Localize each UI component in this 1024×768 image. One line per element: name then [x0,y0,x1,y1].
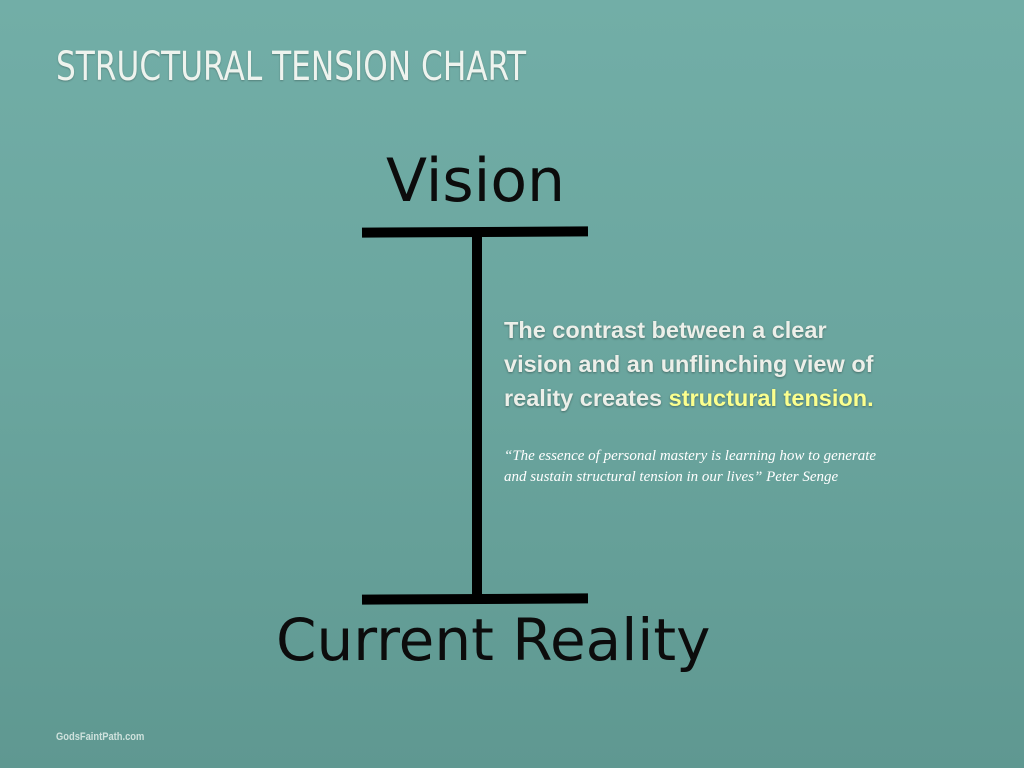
tension-statement: The contrast between a clear vision and … [504,313,884,415]
current-reality-label: Current Reality [276,606,711,674]
statement-text: The contrast between a clear vision and … [504,317,874,411]
slide-title: STRUCTURAL TENSION CHART [56,44,527,90]
site-watermark: GodsFaintPath.com [56,731,145,743]
statement-highlight: structural tension. [668,385,874,411]
vision-label: Vision [386,146,566,216]
tension-connector [472,232,482,598]
current-reality-bar [361,593,589,605]
senge-quote: “The essence of personal mastery is lear… [504,448,877,485]
